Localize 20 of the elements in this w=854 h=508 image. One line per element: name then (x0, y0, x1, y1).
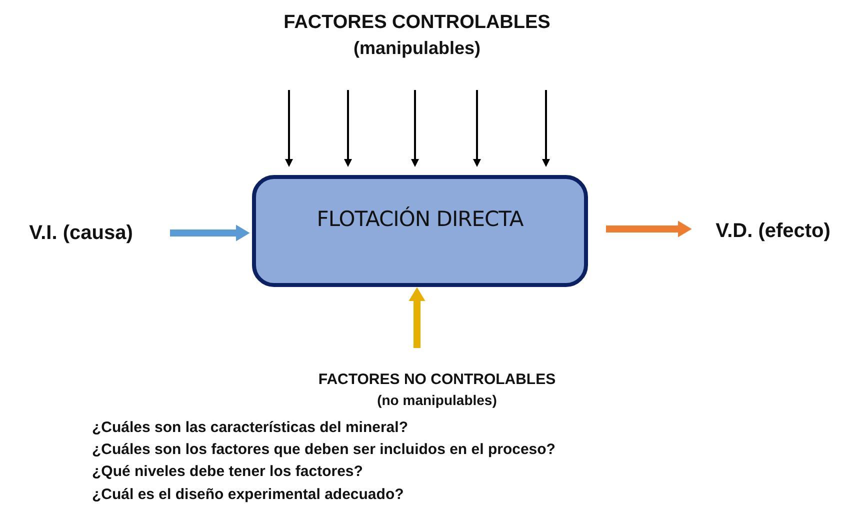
factor-label: V.D. (efecto) (716, 218, 830, 244)
process-box (252, 175, 588, 287)
question-text: ¿Cuáles son las características del mineral? (92, 419, 408, 436)
factor-label: V.I. (causa) (29, 220, 133, 246)
arrow (408, 287, 426, 348)
factor-label: FACTORES CONTROLABLES (284, 11, 550, 36)
arrow (606, 220, 692, 238)
question-text: ¿Cuáles son los factores que deben ser incluidos en el proceso? (92, 441, 556, 458)
box-title: FLOTACIÓN DIRECTA (316, 206, 524, 233)
question-text: ¿Qué niveles debe tener los factores? (92, 463, 363, 480)
arrow (285, 90, 293, 167)
factor-sublabel: (manipulables) (353, 36, 481, 60)
question-text: ¿Cuál es el diseño experimental adecuado? (92, 486, 404, 503)
arrow (542, 90, 550, 167)
arrow (411, 90, 419, 167)
factor-label: FACTORES NO CONTROLABLES (318, 370, 556, 390)
arrow (473, 90, 481, 167)
arrow (344, 90, 352, 167)
arrow (170, 224, 250, 242)
factor-sublabel: (no manipulables) (377, 390, 497, 410)
